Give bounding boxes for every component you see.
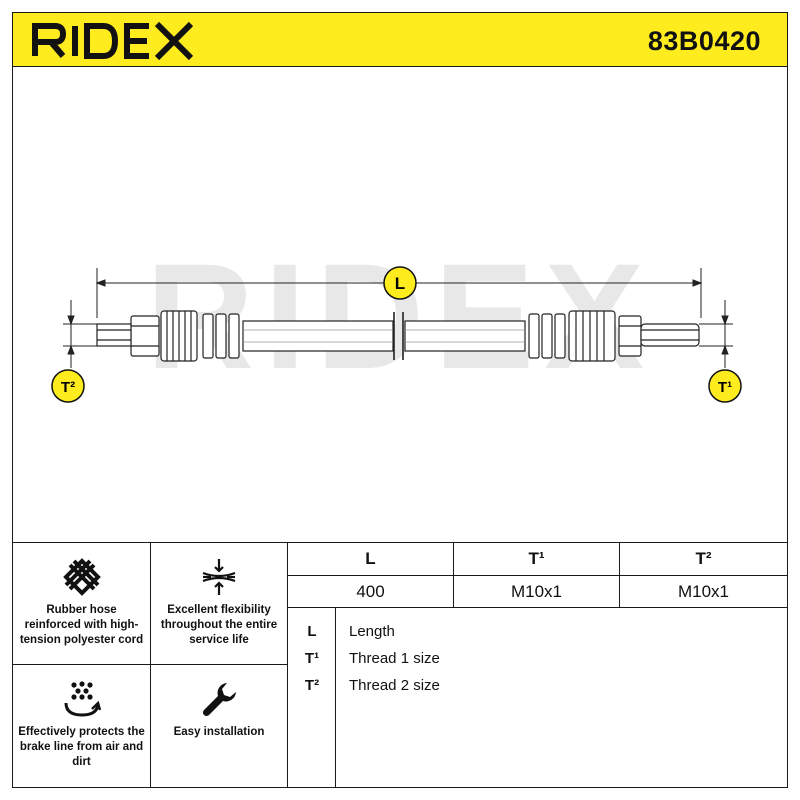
- part-number: 83B0420: [647, 26, 761, 56]
- info-panel: Rubber hose reinforced with high-tension…: [13, 542, 787, 788]
- legend-desc: Thread 1 size: [349, 650, 440, 667]
- ridex-logo-icon: [32, 21, 194, 60]
- hose-body: [242, 320, 526, 352]
- right-ferrule: [568, 310, 616, 362]
- legend-desc: Thread 2 size: [349, 677, 440, 694]
- legend-desc: Length: [349, 623, 395, 640]
- right-fitting: [618, 315, 700, 357]
- mesh-icon: [62, 558, 101, 596]
- thread1-dimension: [699, 300, 733, 368]
- brand-logo: [29, 20, 199, 60]
- length-badge: [383, 266, 417, 300]
- product-sheet: 83B0420 RIDEX L: [12, 12, 788, 788]
- right-spring: [528, 313, 566, 359]
- spec-value-length: 400: [288, 576, 454, 608]
- thread1-badge-label: T¹: [718, 379, 732, 396]
- feature-cell: Excellent flexibility throughout the ent…: [151, 543, 288, 665]
- feature-cell: Rubber hose reinforced with high-tension…: [13, 543, 151, 665]
- feature-text: Excellent flexibility throughout the ent…: [160, 604, 278, 646]
- spec-value-thread2: M10x1: [620, 576, 787, 608]
- break-mark: [393, 312, 404, 360]
- spec-value-thread1: M10x1: [454, 576, 620, 608]
- length-badge-label: L: [395, 274, 405, 293]
- wrench-icon: [202, 683, 236, 717]
- feature-text: Effectively protects the brake line from…: [18, 726, 145, 768]
- feature-cell: Effectively protects the brake line from…: [13, 665, 151, 788]
- spec-header-thread2: T²: [620, 543, 787, 576]
- technical-drawing: RIDEX L: [13, 68, 787, 542]
- spec-header-length: L: [288, 543, 454, 576]
- legend-key-column: [288, 608, 336, 788]
- legend-key: T¹: [304, 650, 320, 667]
- thread2-badge: [51, 369, 85, 403]
- legend: L Length T¹ Thread 1 size T² Thread 2 si…: [288, 608, 787, 788]
- spec-header-thread1: T¹: [454, 543, 620, 576]
- feature-text: Rubber hose reinforced with high-tension…: [19, 604, 144, 646]
- left-ferrule: [160, 310, 198, 362]
- feature-cell: Easy installation: [151, 665, 288, 788]
- shield-dots-icon: [64, 681, 101, 717]
- legend-key: T²: [304, 677, 320, 694]
- legend-key: L: [307, 623, 317, 640]
- flex-icon: [202, 559, 236, 595]
- feature-grid: Rubber hose reinforced with high-tension…: [13, 543, 288, 788]
- thread2-badge-label: T²: [61, 379, 75, 396]
- thread1-badge: [708, 369, 742, 403]
- spec-table: L T¹ T² 400 M10x1 M10x1 L Length T¹ Thre…: [288, 543, 787, 788]
- brake-hose-drawing: RIDEX L: [51, 232, 742, 403]
- feature-text: Easy installation: [173, 726, 265, 738]
- left-fitting: [96, 315, 160, 357]
- header-bar: 83B0420: [13, 13, 787, 67]
- thread2-dimension: [63, 300, 97, 368]
- left-spring: [202, 313, 240, 359]
